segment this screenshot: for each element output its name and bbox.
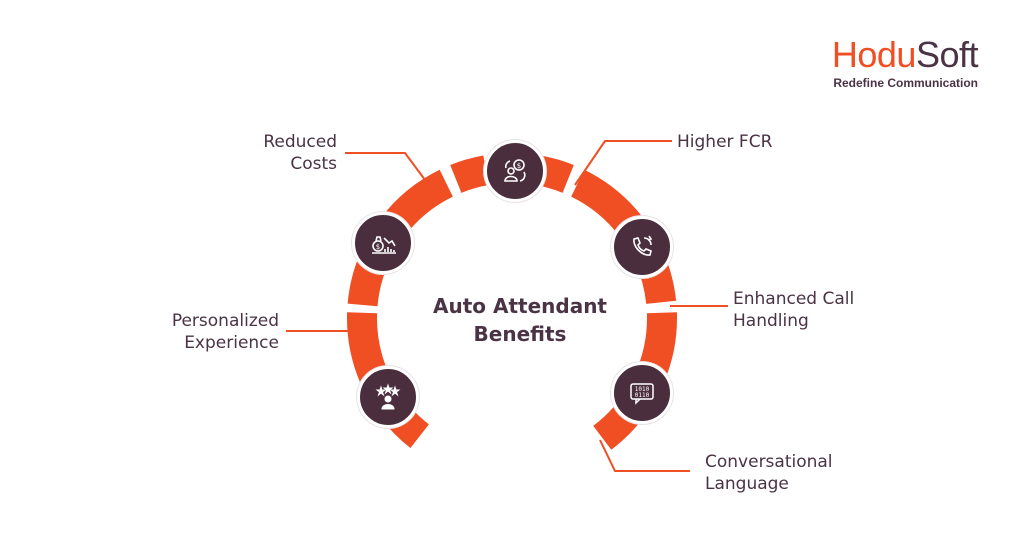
person-stars-icon — [375, 383, 401, 410]
hub-higher-fcr: $ — [484, 140, 546, 202]
hub-reduced-costs: $ — [352, 212, 414, 274]
hub-enhanced-call — [611, 216, 673, 278]
phone-call-icon — [633, 235, 653, 256]
svg-text:0110: 0110 — [635, 392, 650, 399]
diagram-title: Auto Attendant Benefits — [433, 294, 607, 346]
binary-chat-icon: 1010 0110 — [630, 383, 654, 405]
company-logo: HoduSoft Redefine Communication — [831, 34, 979, 91]
logo-wordmark: HoduSoft — [831, 34, 979, 75]
svg-text:$: $ — [517, 162, 521, 170]
hub-conversational: 1010 0110 — [611, 362, 673, 424]
label-reduced-costs: Reduced Costs — [263, 132, 337, 174]
label-personalized: Personalized Experience — [171, 311, 279, 353]
connector-conversational — [599, 439, 690, 472]
logo-tagline: Redefine Communication — [833, 76, 978, 90]
svg-text:1010: 1010 — [635, 386, 650, 393]
money-down-icon: $ — [372, 236, 396, 254]
label-enhanced-call: Enhanced Call Handling — [733, 289, 855, 331]
label-conversational: Conversational Language — [705, 452, 833, 494]
connector-reduced-costs — [345, 152, 441, 201]
connector-lines — [286, 140, 728, 472]
connector-higher-fcr — [574, 140, 672, 186]
hub-personalized — [357, 366, 419, 428]
person-dollar-icon: $ — [504, 159, 526, 182]
label-higher-fcr: Higher FCR — [677, 132, 773, 152]
ring-segment — [450, 155, 489, 193]
svg-text:$: $ — [376, 243, 380, 251]
